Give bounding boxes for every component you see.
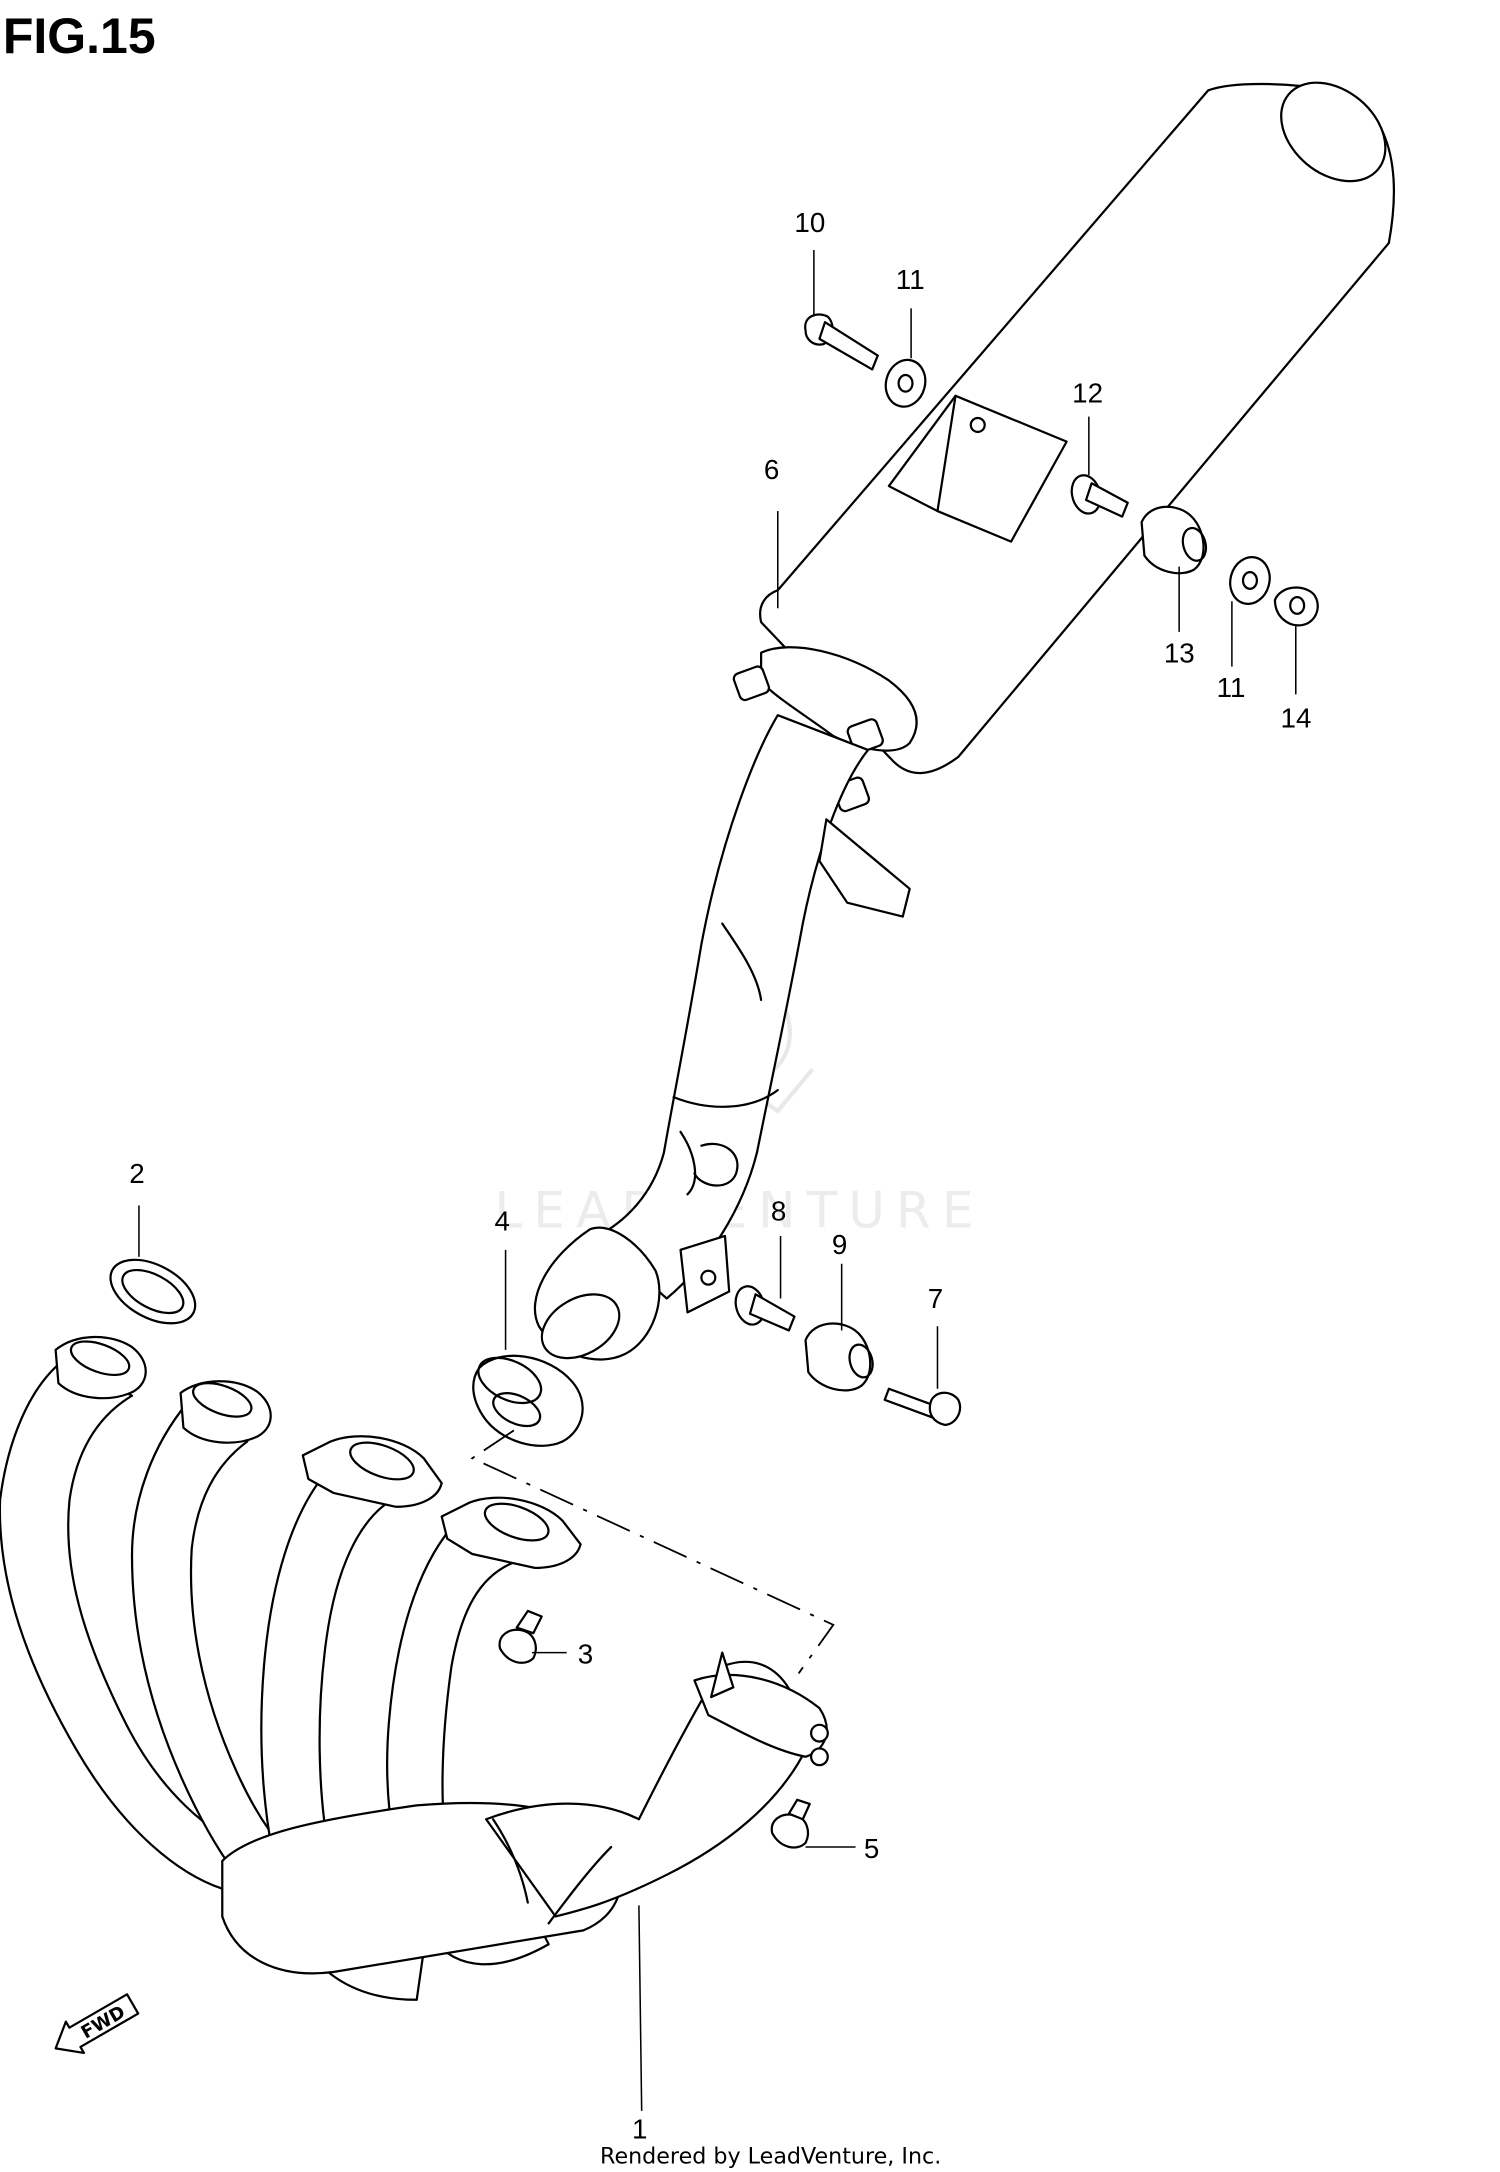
callout-2: 2: [129, 1158, 144, 1189]
callout-1: 1: [632, 2114, 647, 2145]
part-10-bolt: [804, 313, 879, 371]
part-11-washer-lower: [1229, 556, 1271, 605]
callout-12: 12: [1072, 378, 1103, 409]
callout-10: 10: [794, 207, 825, 238]
callout-13: 13: [1164, 637, 1195, 668]
callout-11-lower: 11: [1217, 672, 1246, 703]
part-6-muffler: [732, 81, 1395, 813]
callout-4: 4: [494, 1205, 509, 1236]
part-11-washer-upper: [884, 358, 927, 408]
part-14-nut: [1273, 586, 1319, 627]
callout-7: 7: [928, 1283, 943, 1314]
fwd-arrow-icon: [54, 1993, 140, 2055]
part-8-collar: [734, 1285, 796, 1332]
leader-lines: [138, 249, 1297, 2111]
part-5-bolt: [770, 1798, 811, 1849]
part-2-gasket: [109, 1258, 197, 1325]
callout-11-upper: 11: [896, 264, 925, 295]
callout-6: 6: [764, 454, 779, 485]
part-7-bolt: [883, 1387, 962, 1426]
part-3-nut: [498, 1609, 543, 1664]
callout-8: 8: [771, 1196, 786, 1227]
figure-title: FIG.15: [3, 8, 156, 64]
part-12-collar: [1070, 474, 1129, 518]
part-9-grommet: [804, 1322, 874, 1392]
callout-3: 3: [578, 1639, 593, 1670]
part-4-gasket: [472, 1354, 584, 1447]
callout-labels: 1 2 3 4 5 6 7 8 9 10 11 11 12 13 14: [129, 207, 1311, 2145]
part-13-grommet: [1140, 505, 1208, 575]
fwd-direction-marker: FWD: [54, 1993, 140, 2055]
mid-pipe: [533, 714, 911, 1361]
callout-5: 5: [864, 1833, 879, 1864]
footer-credit: Rendered by LeadVenture, Inc.: [600, 2144, 941, 2170]
part-1-exhaust-header: [0, 1335, 829, 2001]
callout-9: 9: [832, 1229, 847, 1260]
alignment-line: [470, 1429, 835, 1674]
callout-14: 14: [1281, 703, 1312, 734]
